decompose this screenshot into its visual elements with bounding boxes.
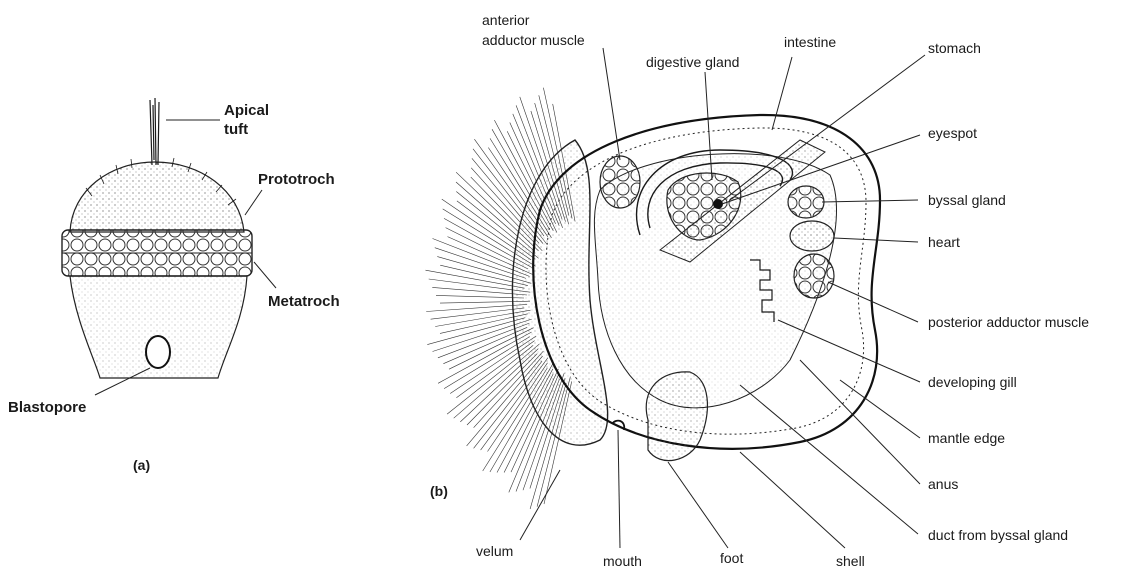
label-apical-tuft-line1: Apical — [224, 102, 269, 119]
apical-tuft-drawing — [150, 98, 159, 165]
caption-panel-a: (a) — [133, 457, 150, 473]
label-byssal-gland: byssal gland — [928, 192, 1006, 208]
label-intestine: intestine — [784, 34, 836, 50]
velum-cilium — [436, 295, 524, 298]
label-velum: velum — [476, 543, 513, 559]
label-anus: anus — [928, 476, 958, 492]
label-blastopore: Blastopore — [8, 399, 86, 416]
label-eyespot: eyespot — [928, 125, 977, 141]
episphere-drawing — [70, 162, 244, 232]
label-stomach: stomach — [928, 40, 981, 56]
velum-cilium — [426, 304, 527, 311]
label-heart: heart — [928, 234, 960, 250]
label-apical-tuft-line2: tuft — [224, 121, 248, 138]
label-anterior-adductor-line2: adductor muscle — [482, 32, 585, 48]
panel-a-trochophore: Apical tuft Prototroch Metatroch Blastop… — [8, 98, 340, 473]
velum-cilium — [427, 318, 525, 345]
label-mantle-edge: mantle edge — [928, 430, 1005, 446]
byssal-gland-drawing — [788, 186, 824, 218]
label-duct-from-byssal-gland: duct from byssal gland — [928, 527, 1068, 543]
eyespot-drawing — [713, 199, 723, 209]
posterior-adductor-drawing — [794, 254, 834, 298]
label-posterior-adductor-muscle: posterior adductor muscle — [928, 314, 1089, 330]
label-digestive-gland: digestive gland — [646, 54, 739, 70]
label-developing-gill: developing gill — [928, 374, 1017, 390]
label-metatroch: Metatroch — [268, 293, 340, 310]
velum-drawing — [512, 140, 607, 445]
label-shell: shell — [836, 553, 865, 569]
label-prototroch: Prototroch — [258, 171, 335, 188]
caption-panel-b: (b) — [430, 483, 448, 499]
label-mouth: mouth — [603, 553, 642, 569]
panel-b-veliger: anterior adductor muscle digestive gland… — [426, 12, 1090, 569]
label-foot: foot — [720, 550, 743, 566]
anterior-adductor-drawing — [600, 156, 640, 208]
blastopore-drawing — [146, 336, 170, 368]
label-anterior-adductor-line1: anterior — [482, 12, 530, 28]
heart-drawing — [790, 221, 834, 251]
